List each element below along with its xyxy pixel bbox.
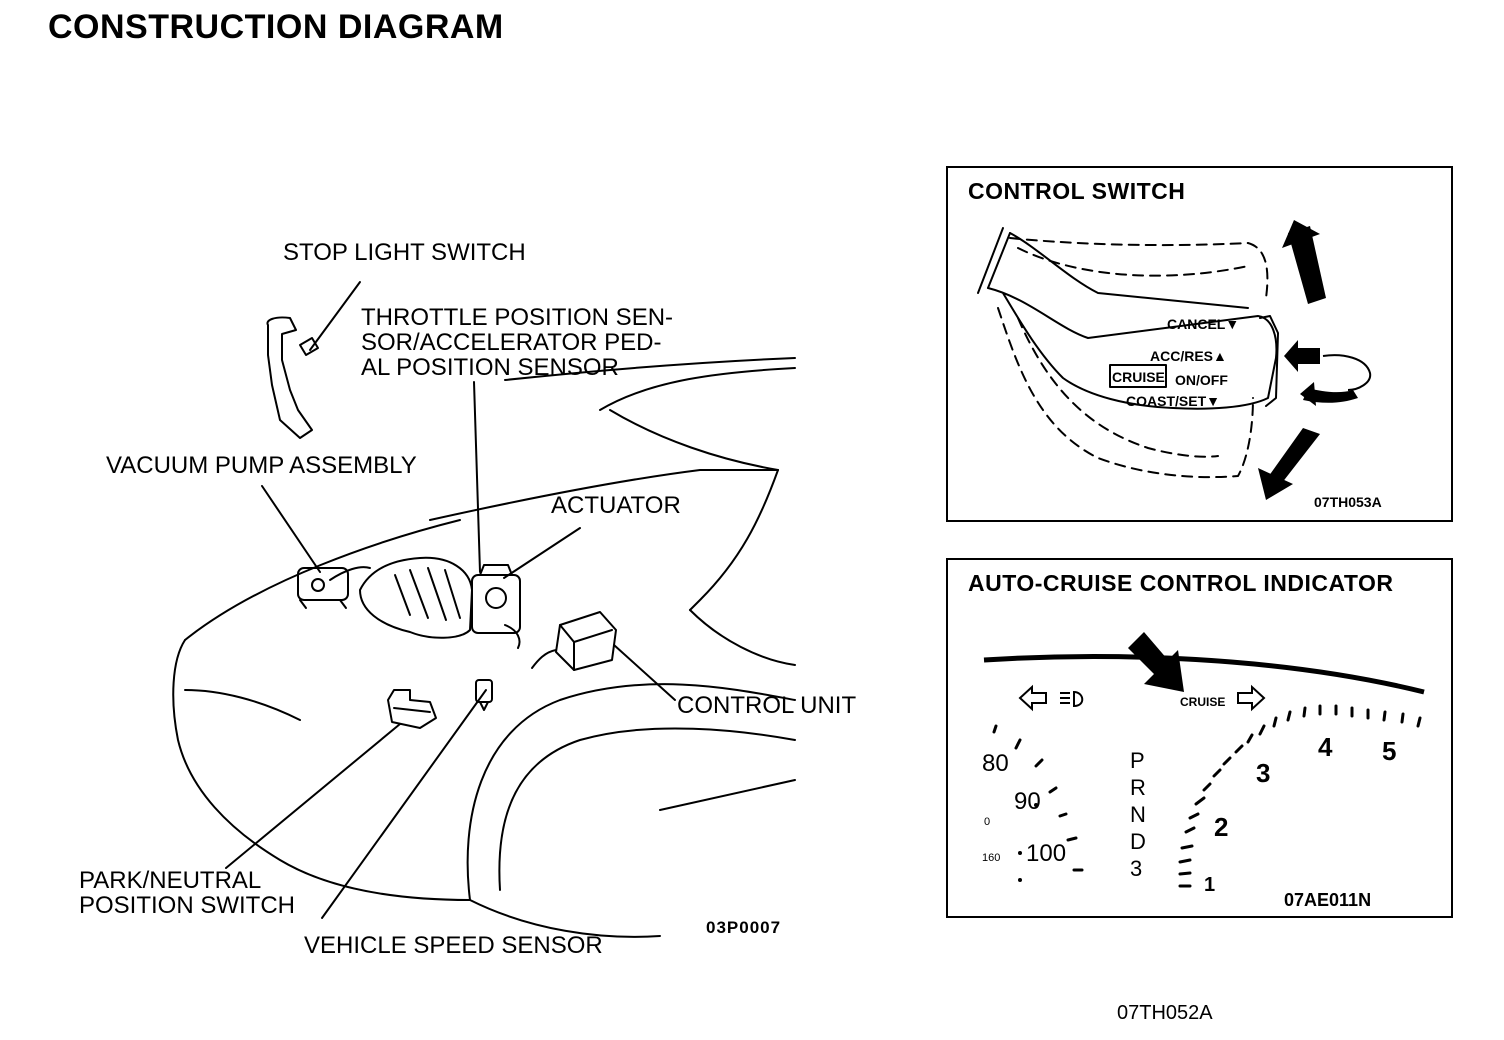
page-title: CONSTRUCTION DIAGRAM <box>48 8 504 46</box>
label-acc-res: ACC/RES▲ <box>1150 348 1227 364</box>
label-park-neutral-line1: PARK/NEUTRAL <box>79 867 262 894</box>
figure-code-control-switch: 07TH053A <box>1314 494 1382 510</box>
tach-label-2: 2 <box>1214 812 1229 842</box>
speed-label-80: 80 <box>982 750 1009 777</box>
cruise-indicator-label: CRUISE <box>1180 695 1226 709</box>
tach-label-3: 3 <box>1256 758 1271 788</box>
figure-code-main: 03P0007 <box>706 918 782 937</box>
indicator-panel: AUTO-CRUISE CONTROL INDICATOR <box>946 558 1453 918</box>
page-figure-code: 07TH052A <box>1117 1002 1213 1024</box>
control-switch-title: CONTROL SWITCH <box>968 178 1186 204</box>
gear-r: R <box>1130 775 1146 800</box>
tach-label-4: 4 <box>1318 732 1333 762</box>
tach-label-5: 5 <box>1382 736 1397 766</box>
instrument-cluster-illustration <box>983 632 1425 888</box>
label-cancel: CANCEL▼ <box>1167 316 1240 332</box>
speed-label-100: 100 <box>1026 840 1067 867</box>
tach-label-1: 1 <box>1204 874 1216 896</box>
car-engine-illustration <box>172 281 796 938</box>
label-throttle-position-sensor-line2: SOR/ACCELERATOR PED- <box>361 329 662 356</box>
gear-3: 3 <box>1130 856 1143 881</box>
label-cruise-button: CRUISE <box>1112 369 1165 385</box>
gear-n: N <box>1130 802 1146 827</box>
small-label-0: 0 <box>984 816 991 828</box>
label-park-neutral-line2: POSITION SWITCH <box>79 892 295 919</box>
figure-code-indicator: 07AE011N <box>1284 890 1372 910</box>
control-switch-panel: CONTROL SWITCH <box>946 166 1453 522</box>
label-vacuum-pump-assembly: VACUUM PUMP ASSEMBLY <box>106 452 417 479</box>
label-throttle-position-sensor-line1: THROTTLE POSITION SEN- <box>361 304 674 331</box>
indicator-title: AUTO-CRUISE CONTROL INDICATOR <box>968 570 1394 596</box>
speed-label-90: 90 <box>1014 788 1041 815</box>
small-label-160: 160 <box>982 852 1001 864</box>
label-stop-light-switch: STOP LIGHT SWITCH <box>283 239 526 266</box>
label-on-off: ON/OFF <box>1175 372 1228 388</box>
gear-p: P <box>1130 748 1145 773</box>
control-switch-illustration <box>977 220 1372 500</box>
gear-d: D <box>1130 829 1146 854</box>
label-throttle-position-sensor-line3: AL POSITION SENSOR <box>361 354 619 381</box>
label-actuator: ACTUATOR <box>551 492 681 519</box>
label-coast-set: COAST/SET▼ <box>1126 393 1220 409</box>
label-control-unit: CONTROL UNIT <box>677 692 857 719</box>
label-vehicle-speed-sensor: VEHICLE SPEED SENSOR <box>304 932 603 959</box>
